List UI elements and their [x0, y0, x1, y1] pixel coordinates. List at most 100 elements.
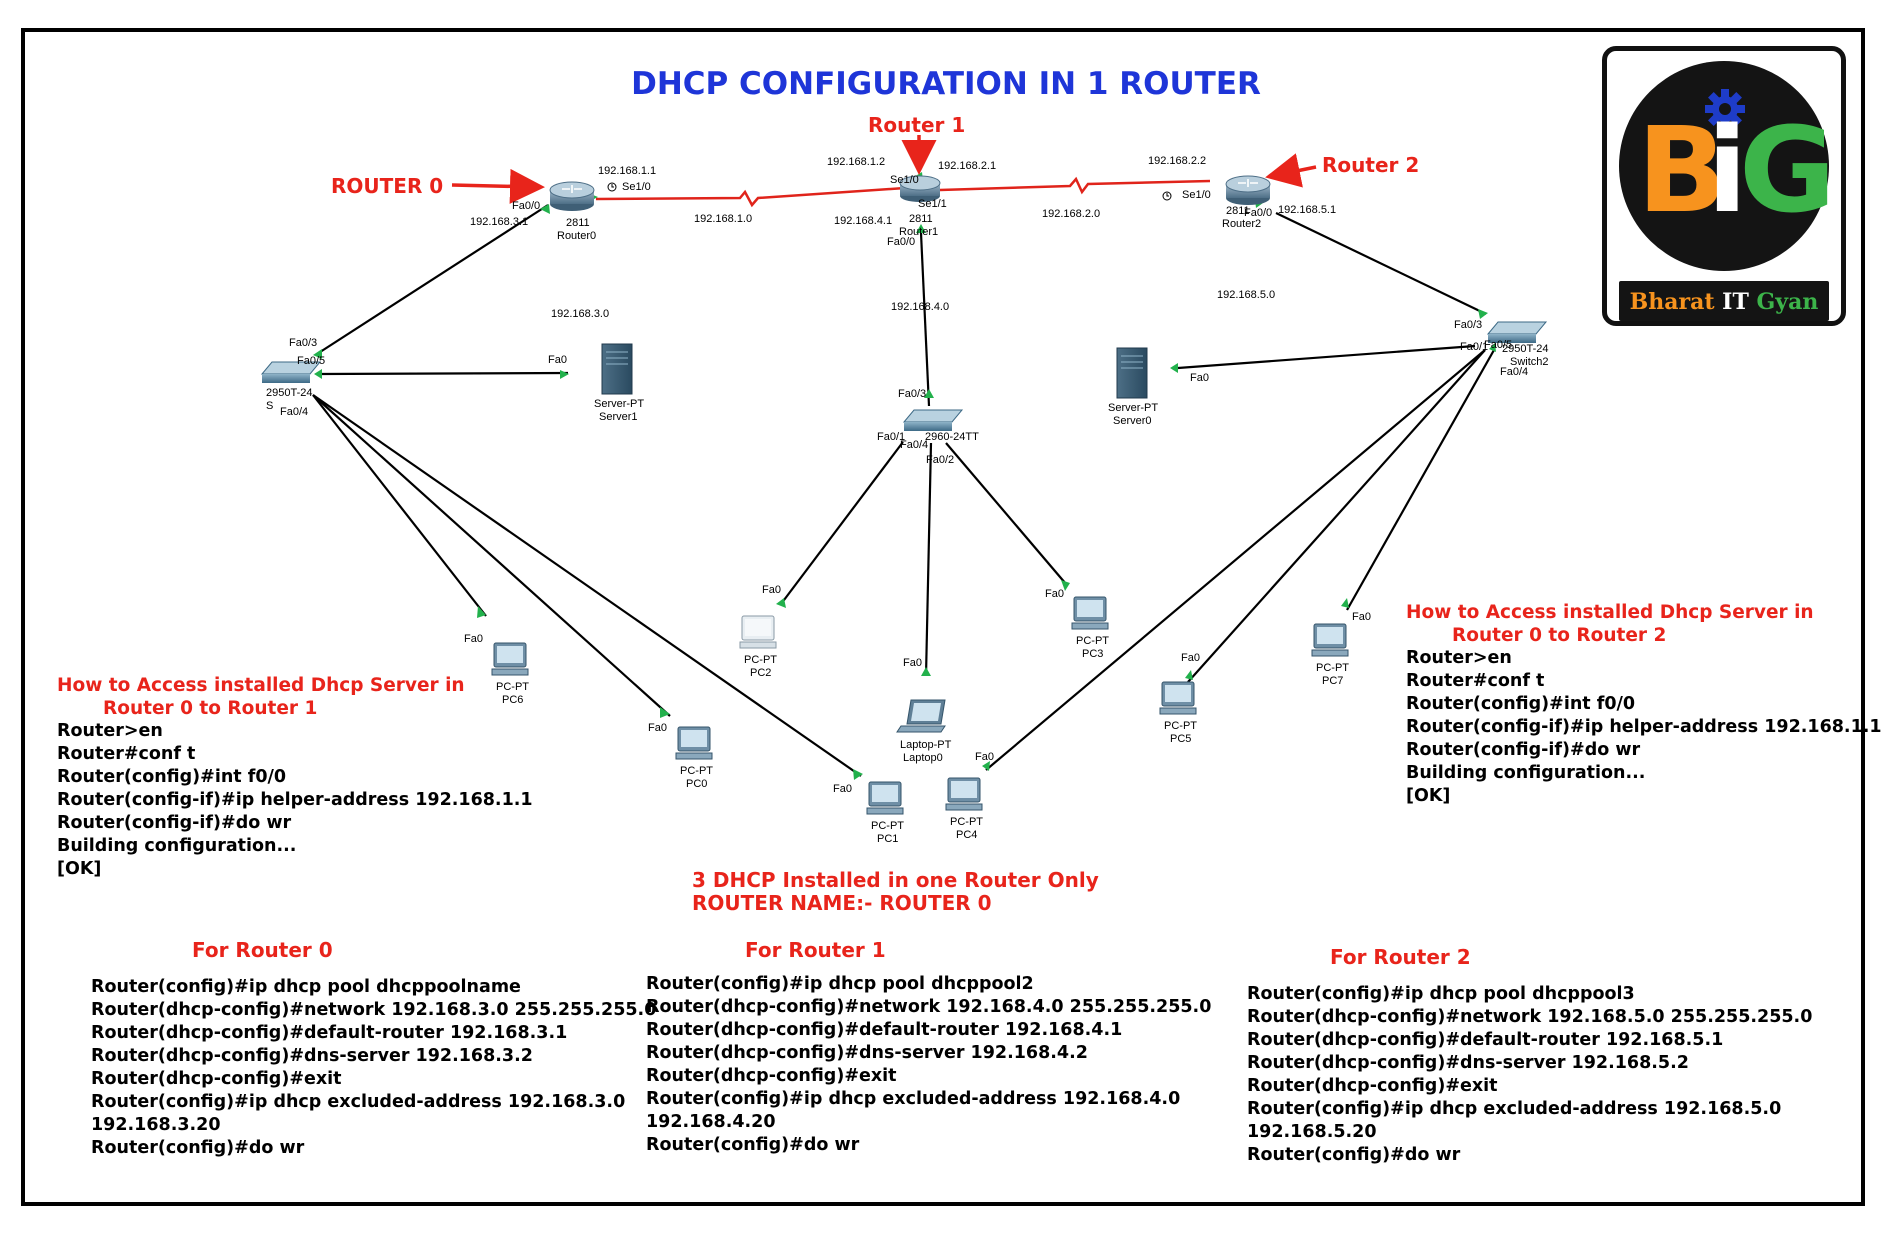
pc2-name: PC2 [750, 667, 772, 679]
bharat-it-gyan-logo: B i G Bharat IT Gyan [1602, 46, 1846, 326]
config-r2-line: Router(dhcp-config)#network 192.168.5.0 … [1247, 1007, 1813, 1027]
link-r2-s2 [1275, 212, 1487, 315]
config-r0-line: 192.168.3.20 [91, 1115, 221, 1135]
helper-left-block: How to Access installed Dhcp Server in R… [57, 674, 533, 881]
helper-left-line: Router(config)#int f0/0 [57, 767, 287, 787]
config-r2-line: 192.168.5.20 [1247, 1122, 1377, 1142]
switch0-model: 2950T-24 [266, 387, 313, 399]
router1-icon [899, 175, 941, 202]
config-r2-line: Router(config)#ip dhcp pool dhcppool3 [1247, 984, 1635, 1004]
serial-link-r1-r2 [939, 176, 1211, 195]
center-note-line-2: ROUTER NAME:- ROUTER 0 [692, 891, 992, 915]
pc4-name: PC4 [956, 829, 978, 841]
clock-icons [607, 182, 1172, 201]
s1-fa03-label: Fa0/3 [898, 388, 927, 400]
laptop0-name: Laptop0 [903, 752, 943, 764]
config-r1-heading: For Router 1 [745, 938, 886, 962]
link-s0-pc0 [312, 394, 671, 717]
link-s2-server0 [1177, 344, 1476, 370]
server1-model: Server-PT [594, 398, 645, 410]
pc3-icon [1071, 596, 1109, 630]
pc0-fa0-label: Fa0 [648, 722, 667, 734]
config-r1-line: Router(config)#ip dhcp excluded-address … [646, 1089, 1181, 1109]
pc1-model: PC-PT [871, 820, 904, 832]
switch2-name: Switch2 [1510, 356, 1549, 368]
helper-left-heading-1: How to Access installed Dhcp Server in [57, 675, 465, 696]
laptop0-model: Laptop-PT [900, 739, 952, 751]
r1-ip-right-label: 192.168.2.1 [938, 160, 997, 172]
config-r1-line: Router(dhcp-config)#network 192.168.4.0 … [646, 997, 1212, 1017]
link-r1-s1 [919, 232, 931, 407]
helper-right-heading-2: Router 0 to Router 2 [1452, 625, 1667, 646]
r0-ip-label: 192.168.1.1 [598, 165, 657, 177]
router2-icon [1225, 175, 1271, 205]
helper-right-heading-1: How to Access installed Dhcp Server in [1406, 602, 1814, 623]
pc5-icon [1159, 681, 1197, 715]
logo-letter-i: i [1707, 101, 1748, 239]
config-r1-line: Router(config)#ip dhcp pool dhcppool2 [646, 974, 1034, 994]
helper-left-line: [OK] [57, 859, 102, 879]
helper-right-line: Router(config)#int f0/0 [1406, 694, 1636, 714]
config-r2-heading: For Router 2 [1330, 945, 1471, 969]
config-r1-line: Router(dhcp-config)#dns-server 192.168.4… [646, 1043, 1088, 1063]
pc4-fa0-label: Fa0 [975, 751, 994, 763]
pc0-model: PC-PT [680, 765, 713, 777]
helper-right-line: Building configuration... [1406, 763, 1646, 783]
r2-lan-ip-label: 192.168.5.1 [1278, 204, 1337, 216]
logo-tagline: Bharat IT Gyan [1619, 289, 1829, 315]
pc4-icon [945, 777, 983, 811]
network-192-168-5-0: 192.168.5.0 [1217, 289, 1276, 301]
config-r1-line: Router(dhcp-config)#exit [646, 1066, 897, 1086]
s1-fa01-label: Fa0/1 [877, 431, 906, 443]
r2-fa00-label: Fa0/0 [1244, 207, 1273, 219]
router2-model: 2811 [1226, 205, 1250, 217]
server0-icon [1116, 347, 1148, 399]
s0-fa05-label: Fa0/5 [297, 355, 326, 367]
link-s0-pc1 [312, 394, 862, 777]
pc6-icon [491, 642, 529, 676]
diagram-title: DHCP CONFIGURATION IN 1 ROUTER [631, 66, 1261, 102]
config-r0-line: Router(config)#ip dhcp pool dhcppoolname [91, 977, 521, 997]
r1-se11-label: Se1/1 [918, 198, 947, 210]
pc2-fa0-label: Fa0 [762, 584, 781, 596]
switch0-icon [260, 361, 322, 383]
link-s2-pc5 [1187, 349, 1486, 683]
callout-router2: Router 2 [1322, 153, 1420, 177]
center-note: 3 DHCP Installed in one Router Only ROUT… [692, 869, 1099, 915]
link-s0-pc6 [312, 394, 487, 617]
logo-tagline-bar: Bharat IT Gyan [1619, 281, 1829, 321]
callout-router0: ROUTER 0 [331, 174, 444, 198]
pc3-name: PC3 [1082, 648, 1104, 660]
router1-model: 2811 [909, 213, 933, 225]
server1-icon [601, 343, 633, 395]
pc6-model: PC-PT [496, 681, 529, 693]
arrow-router0 [451, 168, 545, 204]
config-r0-block: Router(config)#ip dhcp pool dhcppoolname… [91, 976, 656, 1160]
router0-icon [549, 181, 595, 211]
pc0-name: PC0 [686, 778, 708, 790]
helper-left-line: Router(config-if)#do wr [57, 813, 292, 833]
pc0-icon [675, 726, 713, 760]
config-r0-line: Router(config)#do wr [91, 1138, 305, 1158]
config-r1-block: Router(config)#ip dhcp pool dhcppool2 Ro… [646, 973, 1211, 1157]
r1-fa00-label: Fa0/0 [887, 236, 916, 248]
switch2-icon [1486, 321, 1548, 343]
s2-fa05-label: Fa0/5 [1484, 339, 1513, 351]
pc4-model: PC-PT [950, 816, 983, 828]
pc2-model: PC-PT [744, 654, 777, 666]
serial-link-r0-r1 [595, 186, 906, 208]
callout-router1: Router 1 [868, 113, 966, 137]
gear-icon [1705, 89, 1745, 129]
logo-tagline-gyan: Gyan [1756, 289, 1819, 315]
r1-lan-ip-label: 192.168.4.1 [834, 215, 893, 227]
helper-left-line: Building configuration... [57, 836, 297, 856]
server1-name: Server1 [599, 411, 638, 423]
s0-fa04-label: Fa0/4 [280, 406, 309, 418]
network-192-168-1-0: 192.168.1.0 [694, 213, 753, 225]
pc5-fa0-label: Fa0 [1181, 652, 1200, 664]
config-r0-heading: For Router 0 [192, 938, 333, 962]
link-r0-s0 [316, 204, 549, 355]
link-s1-pc3 [945, 442, 1067, 585]
pc6-name: PC6 [502, 694, 524, 706]
